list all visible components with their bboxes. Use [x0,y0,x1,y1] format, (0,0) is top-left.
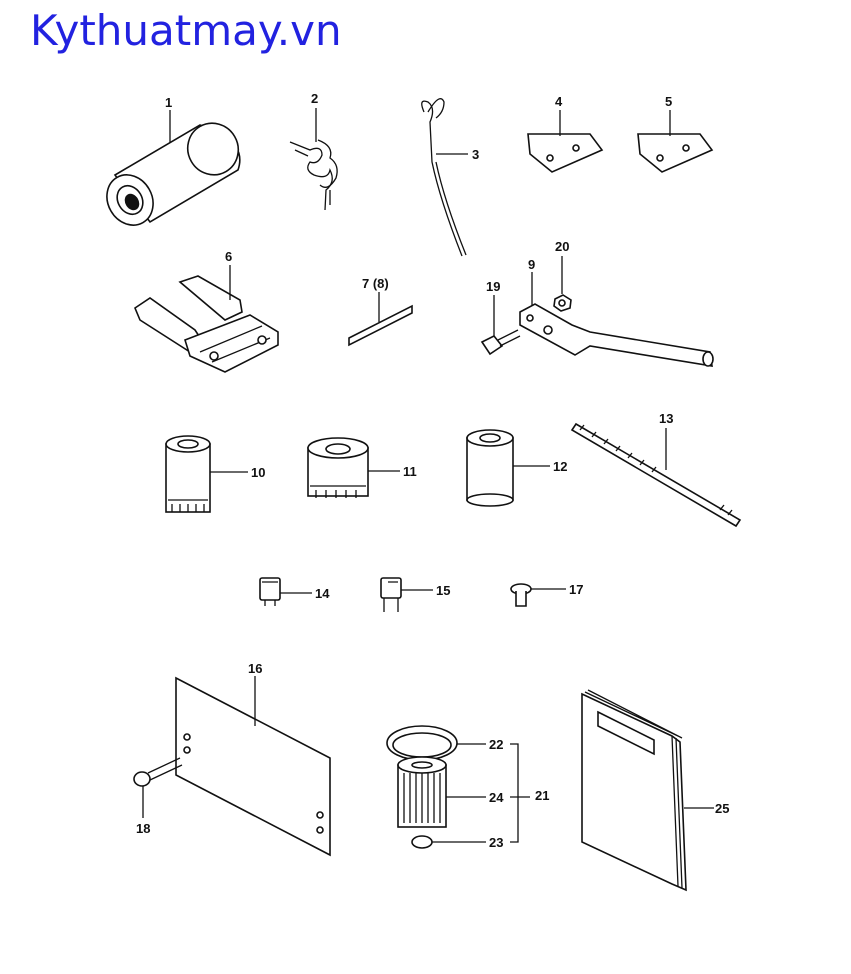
callout-14: 14 [315,586,330,601]
callout-9: 9 [528,257,535,272]
callout-13: 13 [659,411,673,426]
part-17-rivet[interactable] [510,583,532,607]
part-10-oil-filter[interactable] [165,435,211,513]
callout-21: 21 [535,788,549,803]
callout-23: 23 [489,835,503,850]
callout-12: 12 [553,459,567,474]
part-16-plate[interactable] [175,676,331,857]
part-20-nut[interactable] [553,294,572,312]
part-4-knife-plate[interactable] [527,133,604,173]
part-22-gasket-ring[interactable] [386,725,458,761]
callout-6: 6 [225,249,232,264]
part-11-oil-filter[interactable] [307,437,369,498]
callout-19: 19 [486,279,500,294]
part-2-spring-pin[interactable] [289,139,338,211]
callout-25: 25 [715,801,729,816]
callout-17: 17 [569,582,583,597]
site-watermark: Kythuatmay.vn [30,6,342,55]
part-7-shim-strip[interactable] [348,304,413,347]
callout-5: 5 [665,94,672,109]
callout-7: 7 (8) [362,276,389,291]
callout-1: 1 [165,95,172,110]
callout-22: 22 [489,737,503,752]
callout-10: 10 [251,465,265,480]
callout-11: 11 [403,464,417,479]
part-24-filter-element[interactable] [397,756,447,828]
part-23-o-ring[interactable] [411,835,433,849]
part-12-bushing[interactable] [466,429,514,507]
part-25-manual[interactable] [581,689,687,892]
callout-16: 16 [248,661,262,676]
part-14-fuse[interactable] [259,577,281,606]
part-3-wire-rod[interactable] [421,98,467,257]
part-13-threaded-rod[interactable] [570,422,742,528]
callout-4: 4 [555,94,563,109]
part-19-bolt[interactable] [480,329,521,356]
part-5-knife-plate[interactable] [637,133,714,173]
callout-3: 3 [472,147,479,162]
part-6-guard[interactable] [134,275,279,373]
callout-20: 20 [555,239,569,254]
part-1-roller[interactable] [98,114,248,234]
callout-2: 2 [311,91,318,106]
part-9-arm[interactable] [519,303,714,367]
part-15-fuse[interactable] [380,577,402,612]
part-18-screw[interactable] [133,757,183,787]
bracket-21 [510,743,530,843]
callout-24: 24 [489,790,504,805]
callout-15: 15 [436,583,450,598]
callout-18: 18 [136,821,150,836]
